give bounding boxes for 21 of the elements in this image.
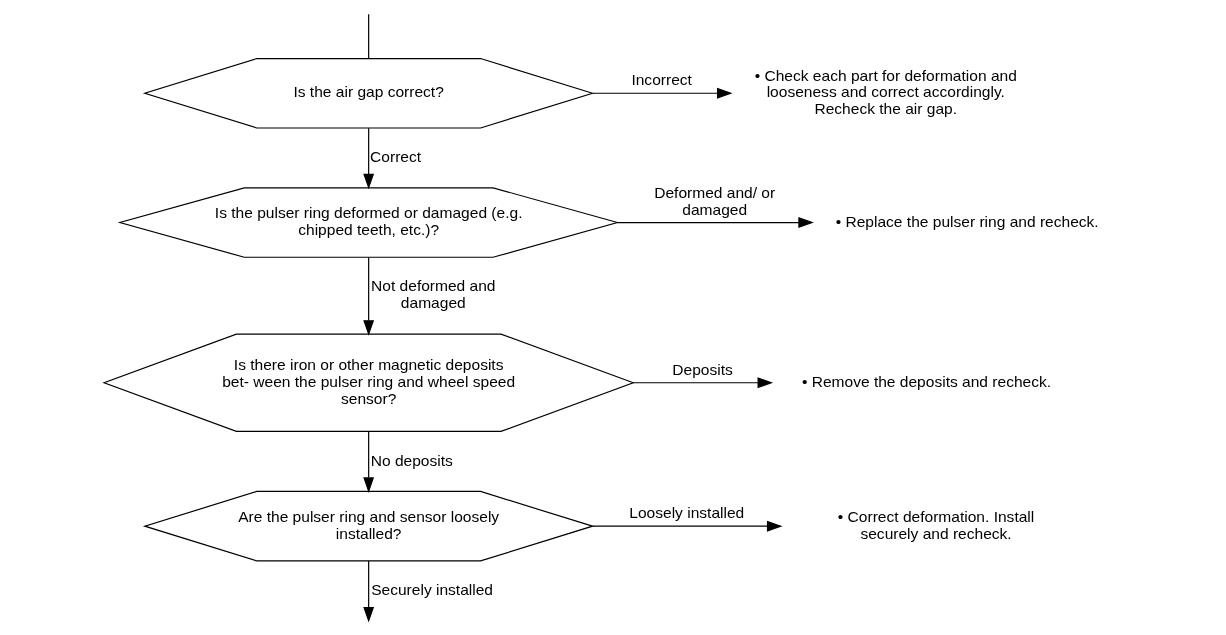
arrow: [632, 377, 774, 389]
node-text: • Correct deformation. Install securely and recheck.: [837, 507, 1035, 542]
arrow: [363, 127, 375, 190]
edge-label: Loosely installed: [629, 504, 745, 522]
arrow: [592, 87, 733, 99]
arrow: [616, 217, 814, 228]
edge-label: Incorrect: [631, 71, 692, 89]
edge-label: Deposits: [672, 360, 733, 378]
connector: [368, 13, 370, 60]
edge-label: Not deformed and damaged: [371, 277, 496, 312]
node-text: • Replace the pulser ring and recheck.: [835, 212, 1099, 230]
arrow: [363, 257, 375, 336]
arrow: [363, 560, 375, 623]
arrow: [592, 520, 783, 532]
edge-label: No deposits: [370, 451, 453, 469]
edge-label: Deformed and/ or damaged: [654, 183, 776, 218]
arrow: [363, 431, 375, 493]
node-text: • Remove the deposits and recheck.: [801, 372, 1052, 390]
edge-label: Correct: [370, 147, 422, 165]
node-text: • Check each part for deformation and looseness and correct accordingly. Recheck the air gap.: [754, 66, 1017, 118]
edge-label: Securely installed: [371, 580, 494, 598]
